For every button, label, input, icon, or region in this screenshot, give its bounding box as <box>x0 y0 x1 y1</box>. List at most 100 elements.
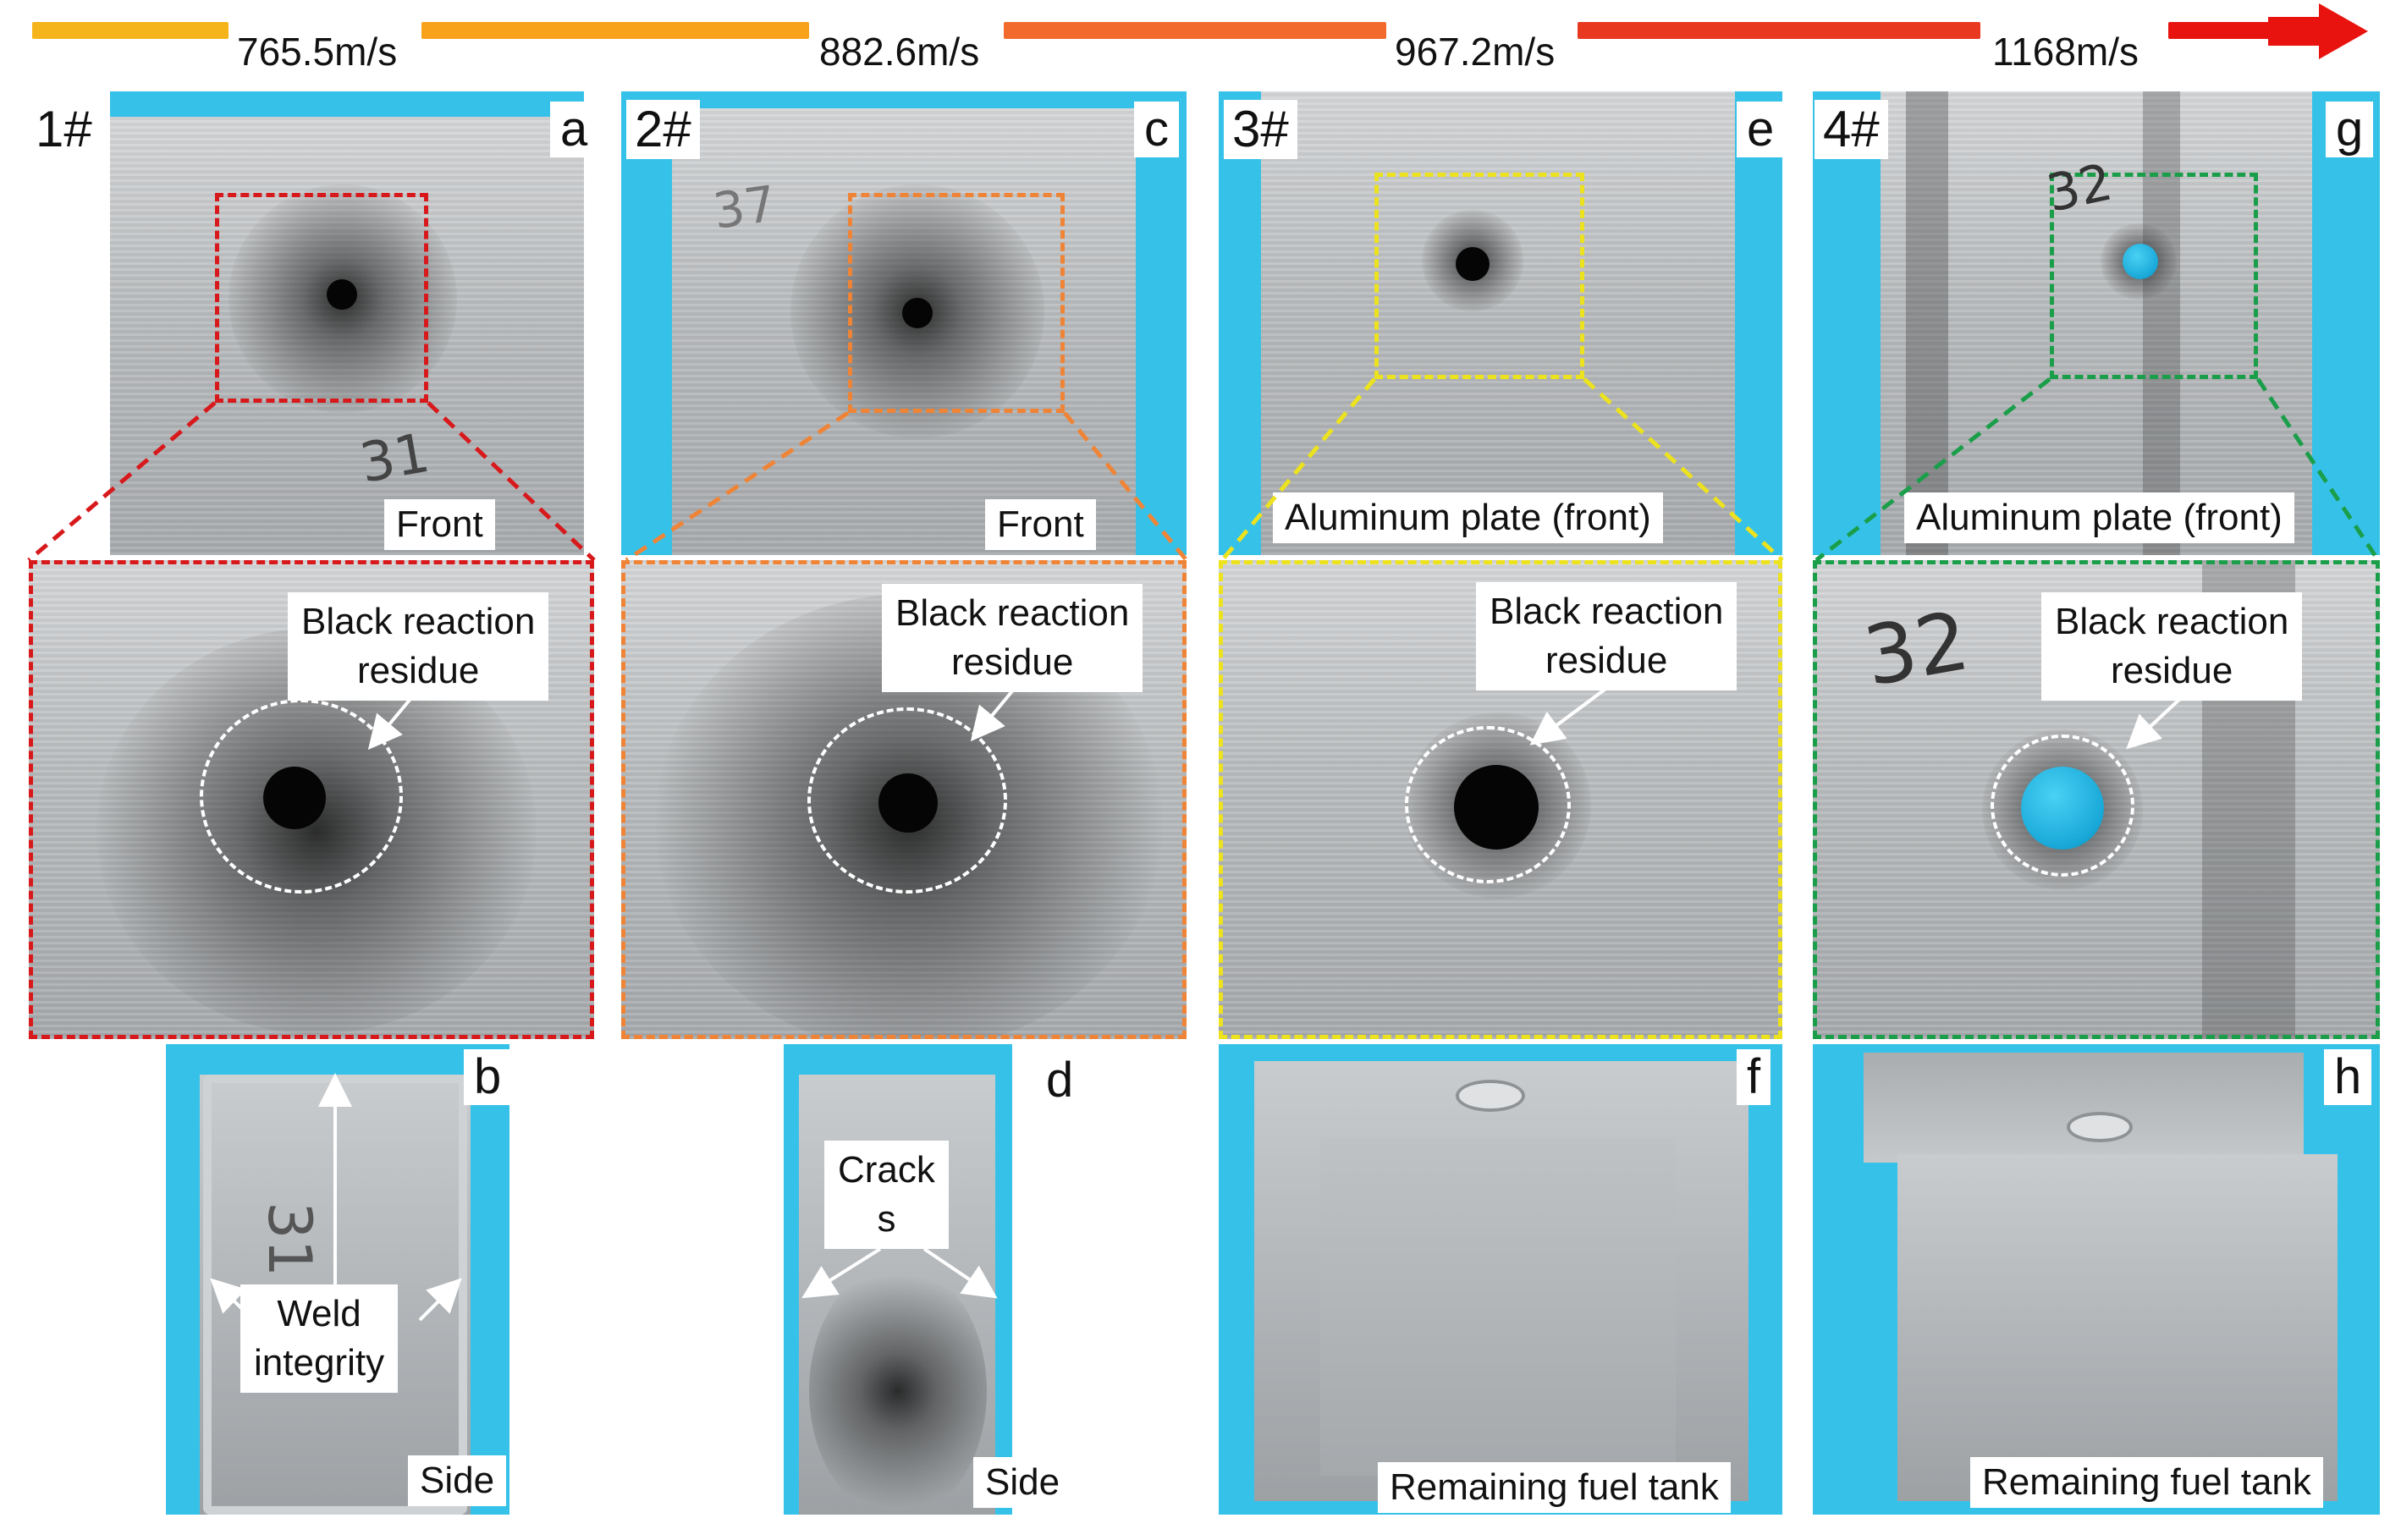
panel-letter-e: e <box>1737 102 1785 157</box>
panel-letter-c: c <box>1134 102 1179 157</box>
view-label-front-3: Aluminum plate (front) <box>1273 492 1663 543</box>
velocity-bar-segment-1 <box>32 22 229 39</box>
callout-arrow-2 <box>970 685 1017 742</box>
crack-arrow-right <box>922 1247 998 1299</box>
dark-streak <box>1906 91 1948 555</box>
photo-4g-front <box>1813 91 2380 555</box>
photo-1a-front <box>110 91 584 555</box>
velocity-label-1: 765.5m/s <box>237 30 398 74</box>
callout-black-residue-4: Black reaction residue <box>2041 592 2303 701</box>
zoom-connector-2-right <box>1063 411 1188 562</box>
callout-weld-line-1: Weld <box>277 1293 361 1334</box>
zoom-frame-1 <box>29 560 594 1039</box>
callout-line-1: Black reaction <box>2055 601 2289 642</box>
velocity-label-3: 967.2m/s <box>1395 30 1556 74</box>
panel-letter-f: f <box>1737 1049 1771 1105</box>
panel-letter-a: a <box>550 102 598 157</box>
photo-3f-tank <box>1219 1044 1782 1515</box>
zoom-connector-4-right <box>2255 377 2381 562</box>
hole <box>327 279 357 310</box>
callout-black-residue-3: Black reaction residue <box>1476 582 1737 690</box>
crack-soot <box>809 1264 987 1515</box>
zoom-connector-1-left <box>27 401 217 562</box>
callout-black-residue-2: Black reaction residue <box>882 584 1143 692</box>
zoom-frame-3 <box>1219 560 1782 1039</box>
callout-crack-line-2: s <box>877 1198 896 1240</box>
velocity-label-2: 882.6m/s <box>819 30 980 74</box>
hole <box>2123 244 2158 279</box>
weld-arrow-right <box>418 1278 462 1322</box>
panel-letter-d: d <box>1036 1053 1084 1108</box>
tank-floor <box>1320 1137 1676 1476</box>
residue-circle <box>807 707 1007 894</box>
zoom-connector-4-left <box>1815 377 2051 562</box>
zoom-box-3 <box>1374 173 1584 379</box>
zoom-connector-2-left <box>625 410 850 563</box>
photo-2c-front <box>621 91 1187 555</box>
tank-port <box>2067 1112 2133 1142</box>
callout-line-1: Black reaction <box>301 601 536 642</box>
residue-circle <box>1405 726 1571 883</box>
callout-line-1: Black reaction <box>1490 591 1724 632</box>
photo-4h-tank <box>1813 1044 2380 1515</box>
tank-lid <box>1864 1053 2304 1163</box>
callout-line-2: residue <box>951 641 1074 683</box>
photo-3e-front <box>1219 91 1782 555</box>
callout-arrow-4 <box>2126 694 2185 750</box>
zoom-frame-4 <box>1813 560 2380 1039</box>
callout-black-residue-1: Black reaction residue <box>288 592 549 701</box>
zoom-frame-2 <box>621 560 1187 1039</box>
handwriting-32-zoom: 32 <box>1858 593 1976 705</box>
panel-number-4: 4# <box>1815 100 1888 159</box>
view-label-remaining-3: Remaining fuel tank <box>1378 1462 1731 1513</box>
crack-arrow-left <box>801 1247 882 1299</box>
panel-number-2: 2# <box>626 100 700 159</box>
view-label-side-1: Side <box>408 1455 507 1506</box>
hole <box>1456 247 1490 281</box>
panel-number-3: 3# <box>1224 100 1297 159</box>
callout-crack-line-1: Crack <box>838 1149 935 1191</box>
zoom-box-4 <box>2050 173 2258 379</box>
callout-line-2: residue <box>2111 650 2233 691</box>
aluminum-plate <box>1881 91 2312 555</box>
callout-line-1: Black reaction <box>895 592 1130 634</box>
velocity-bar-segment-4 <box>1578 22 1980 39</box>
zoom-box-1 <box>215 193 428 403</box>
callout-line-2: residue <box>1545 640 1668 681</box>
tank-inside <box>1897 1154 2338 1501</box>
arrow-right-icon <box>2268 3 2368 59</box>
panel-letter-b: b <box>464 1049 512 1105</box>
residue-circle <box>200 699 403 894</box>
residue-circle <box>1991 734 2134 877</box>
hole <box>902 298 933 328</box>
zoom-box-2 <box>848 193 1065 413</box>
zoom-connector-3-left <box>1220 377 1376 562</box>
callout-weld-line-2: integrity <box>254 1342 385 1383</box>
handwriting-32: 32 <box>2042 152 2117 223</box>
velocity-label-4: 1168m/s <box>1992 30 2139 74</box>
callout-arrow-3 <box>1529 685 1610 745</box>
dark-streak <box>2143 91 2180 555</box>
view-label-remaining-4: Remaining fuel tank <box>1970 1457 2323 1508</box>
view-label-front-1: Front <box>384 499 495 550</box>
callout-cracks: Crack s <box>824 1141 949 1249</box>
handwriting-31-side: 31 <box>255 1202 324 1277</box>
weld-arrow-left <box>210 1278 256 1322</box>
view-label-front-4: Aluminum plate (front) <box>1904 492 2294 543</box>
zoom-connector-1-right <box>427 401 596 562</box>
handwriting-31: 31 <box>355 422 434 496</box>
callout-line-2: residue <box>357 650 480 691</box>
callout-weld-integrity: Weld integrity <box>240 1284 399 1393</box>
tank-port <box>1456 1080 1525 1112</box>
velocity-bar-segment-5 <box>2168 22 2275 39</box>
panel-letter-h: h <box>2324 1049 2372 1105</box>
velocity-bar-segment-2 <box>421 22 809 39</box>
velocity-bar-segment-3 <box>1004 22 1386 39</box>
zoom-connector-3-right <box>1583 377 1784 562</box>
handwriting-37: 37 <box>709 174 779 240</box>
panel-letter-g: g <box>2326 102 2374 157</box>
callout-arrow-1 <box>367 692 416 751</box>
panel-number-1: 1# <box>27 100 101 159</box>
aluminum-plate <box>1261 91 1735 555</box>
